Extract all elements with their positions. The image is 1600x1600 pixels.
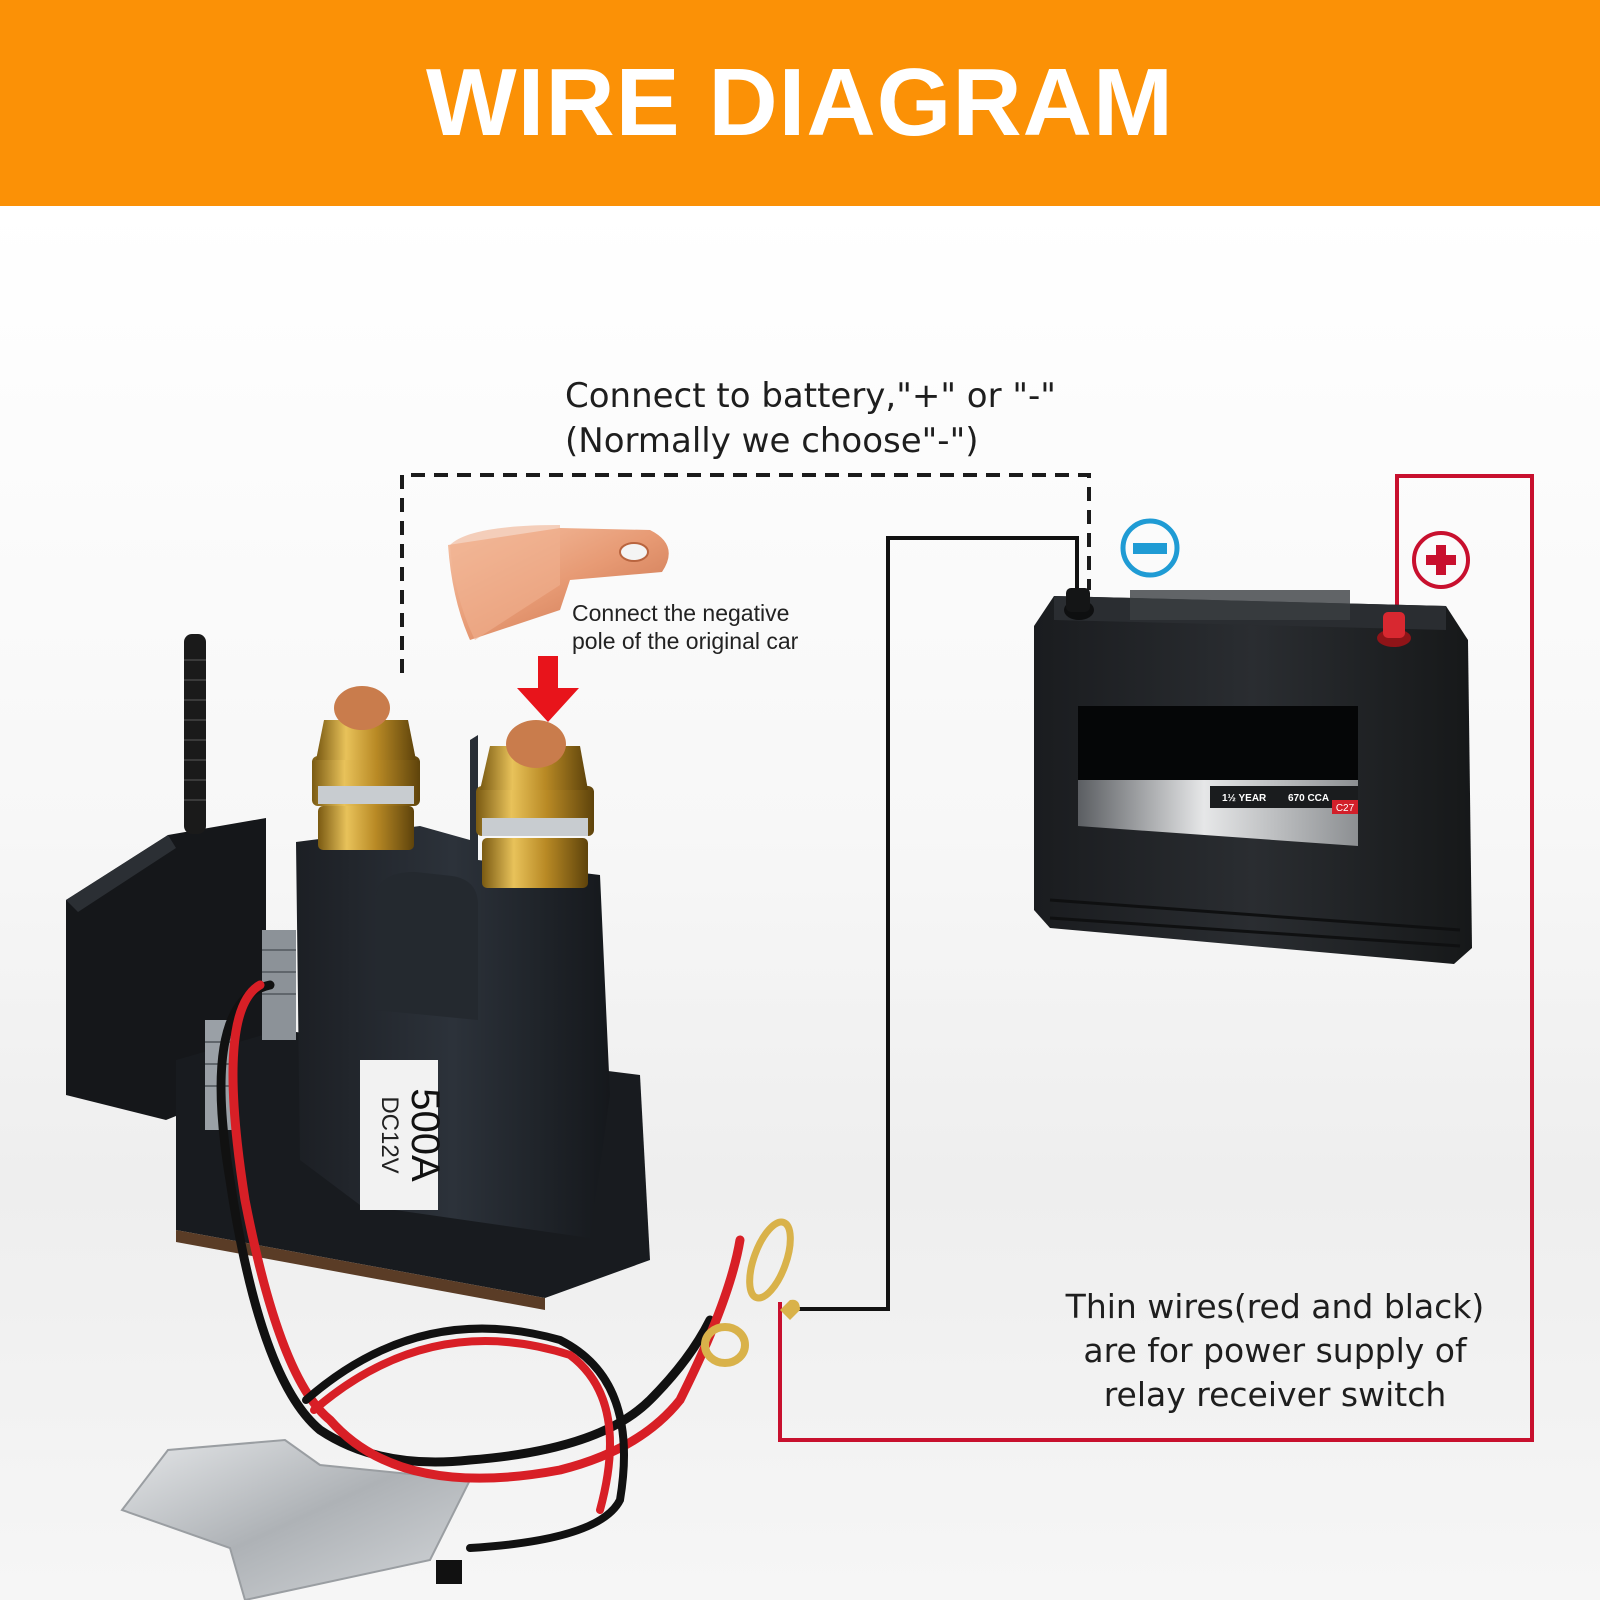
battery-connection-label: Connect to battery,"+" or "-" (Normally … [565, 374, 1056, 464]
minus-circle-icon [1120, 518, 1180, 578]
battery-cca-text: 670 CCA [1288, 793, 1329, 804]
thin-label-line-1: Thin wires(red and black) [1065, 1287, 1485, 1326]
thin-label-line-3: relay receiver switch [1103, 1375, 1447, 1414]
car-battery: 1½ YEAR 670 CCA C27 [1034, 588, 1472, 964]
relay-rating-label: 500A DC12V [360, 1060, 447, 1210]
battery-warranty-text: 1½ YEAR [1222, 793, 1267, 804]
battery-label-line-2: (Normally we choose"-") [565, 421, 979, 461]
red-supply-wire [778, 474, 1534, 1442]
relay-thin-wires [216, 980, 745, 1584]
plus-circle-icon [1412, 531, 1470, 589]
copper-lug-icon [448, 525, 669, 640]
black-supply-wire [790, 536, 1079, 1311]
red-down-arrow-icon [517, 656, 579, 722]
relay-voltage-text: DC12V [376, 1096, 403, 1173]
ring-terminals [701, 1218, 800, 1367]
battery-label-line-1: Connect to battery,"+" or "-" [565, 376, 1056, 416]
title-banner: WIRE DIAGRAM [0, 0, 1600, 206]
thin-label-line-2: are for power supply of [1083, 1331, 1467, 1370]
relay-terminal-left [312, 686, 420, 850]
page-title: WIRE DIAGRAM [426, 49, 1174, 156]
battery-code-text: C27 [1336, 803, 1355, 814]
negative-label-line-1: Connect the negative [572, 600, 790, 626]
negative-pole-label: Connect the negative pole of the origina… [572, 599, 798, 655]
dashed-connection-line [400, 473, 1091, 673]
negative-label-line-2: pole of the original car [572, 628, 799, 654]
thin-wires-label: Thin wires(red and black) are for power … [1040, 1285, 1510, 1417]
relay-terminal-right [476, 720, 594, 888]
relay-rating-text: 500A [403, 1088, 447, 1182]
